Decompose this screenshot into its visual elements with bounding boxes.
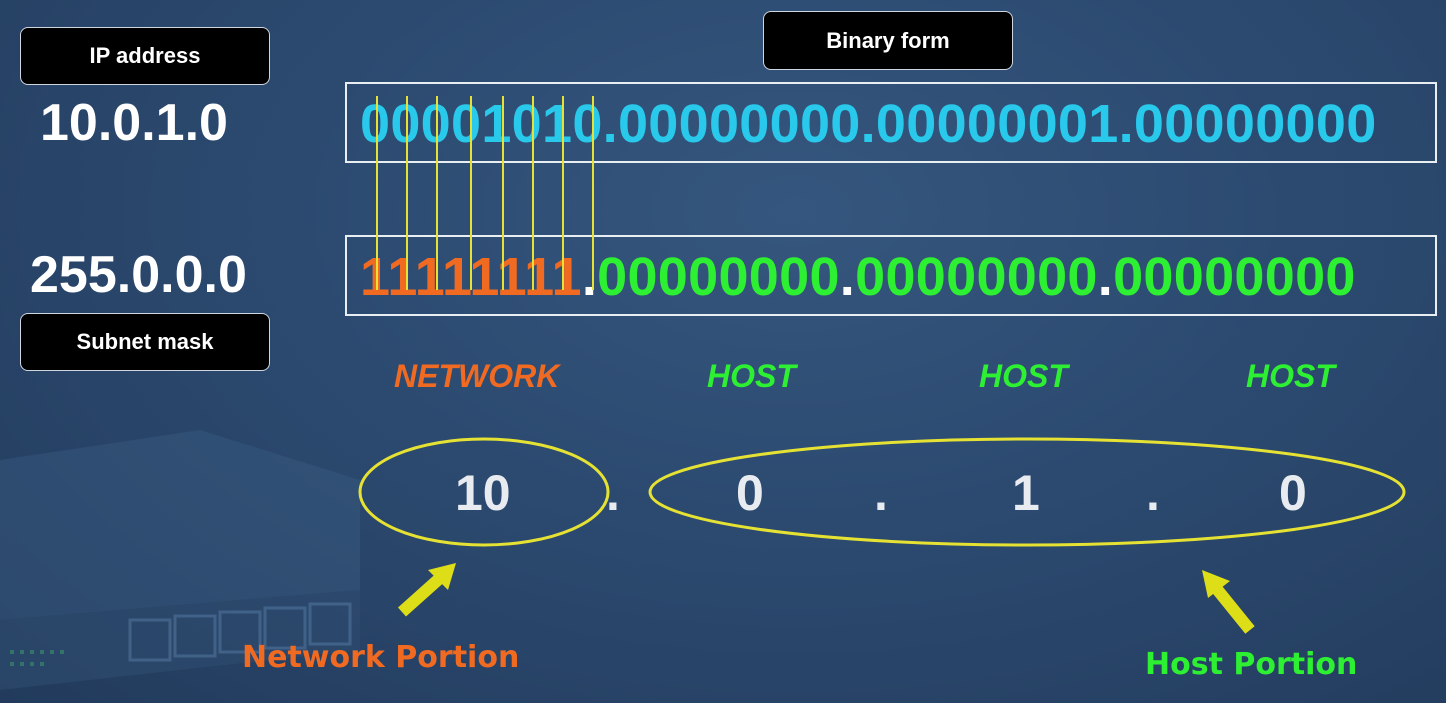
octet-network: 10 — [455, 465, 511, 521]
octet-host-2: 1 — [1012, 465, 1040, 521]
mask-network-bits: 11111111 — [360, 247, 582, 307]
mask-dot-3: . — [1097, 247, 1114, 307]
binary-form-label: Binary form — [763, 11, 1013, 70]
octet-dot-2: . — [874, 465, 888, 521]
host-portion-caption: Host Portion — [1145, 647, 1358, 682]
network-arrow-icon — [397, 563, 456, 617]
ip-address-label: IP address — [20, 27, 270, 85]
octet-host-1: 0 — [736, 465, 764, 521]
mask-host-bits-2: 00000000 — [855, 247, 1098, 307]
host-portion-heading-2: HOST — [979, 358, 1068, 394]
mask-binary-box — [345, 235, 1437, 316]
ip-binary-value: 00001010.00000000.00000001.00000000 — [360, 94, 1377, 154]
octet-host-3: 0 — [1279, 465, 1307, 521]
mask-host-bits-1: 00000000 — [597, 247, 840, 307]
mask-binary-value: 11111111.00000000.00000000.00000000 — [360, 250, 1356, 304]
host-arrow-icon — [1202, 570, 1255, 634]
mask-host-bits-3: 00000000 — [1113, 247, 1356, 307]
network-portion-heading: NETWORK — [394, 358, 560, 394]
octet-dot-3: . — [1146, 465, 1160, 521]
mask-dot-2: . — [839, 247, 856, 307]
ip-binary-box — [345, 82, 1437, 163]
host-portion-heading-3: HOST — [1246, 358, 1335, 394]
network-portion-caption: Network Portion — [242, 640, 520, 675]
mask-dot-1: . — [581, 247, 598, 307]
host-portion-heading-1: HOST — [707, 358, 796, 394]
subnet-mask-dotted: 255.0.0.0 — [30, 246, 247, 304]
octet-dot-1: . — [606, 465, 620, 521]
subnet-mask-label: Subnet mask — [20, 313, 270, 371]
ip-address-dotted: 10.0.1.0 — [40, 94, 228, 152]
